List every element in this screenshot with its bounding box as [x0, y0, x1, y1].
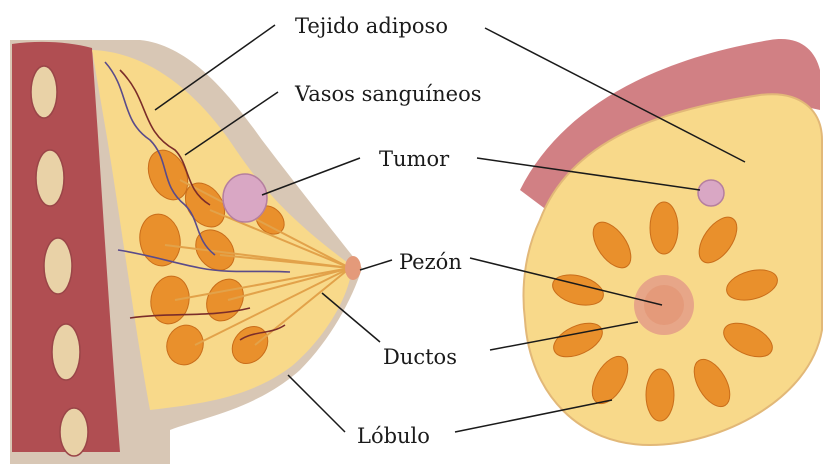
frontal-view: [520, 39, 822, 445]
leader-lobulo-left: [288, 375, 345, 432]
label-tumor: Tumor: [379, 149, 449, 170]
tumor-sagittal: [223, 174, 267, 222]
leader-pezon-left: [360, 260, 392, 270]
label-lobulo: Lóbulo: [357, 426, 430, 447]
tumor-frontal: [698, 180, 724, 206]
label-pezon: Pezón: [399, 252, 462, 273]
nipple-sagittal: [345, 256, 361, 280]
nipple-frontal: [644, 285, 684, 325]
label-ductos: Ductos: [383, 347, 457, 368]
label-vasos-sanguineos: Vasos sanguíneos: [295, 84, 482, 105]
label-tejido-adiposo: Tejido adiposo: [295, 16, 448, 37]
